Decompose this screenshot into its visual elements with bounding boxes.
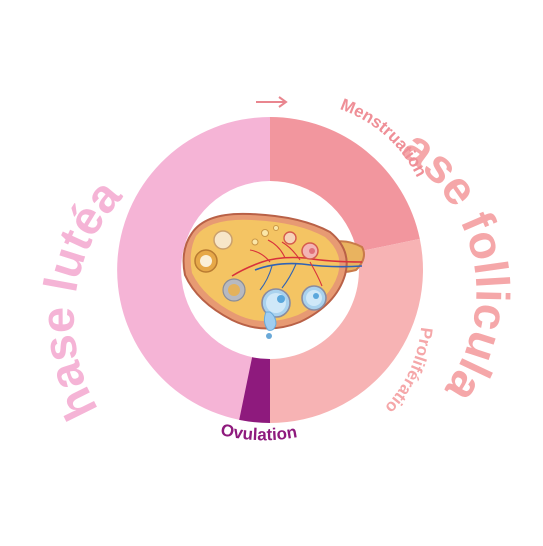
ovulation-label: Ovulation	[219, 420, 298, 444]
proliferation-segment	[270, 238, 423, 423]
ovary-illustration	[182, 212, 365, 339]
ovulation-segment	[239, 357, 270, 424]
luteal-segment	[117, 117, 270, 422]
menstruation-segment	[270, 117, 420, 252]
direction-arrow-icon	[256, 96, 288, 108]
luteal-phase-label: Phase lutéale	[0, 0, 132, 429]
